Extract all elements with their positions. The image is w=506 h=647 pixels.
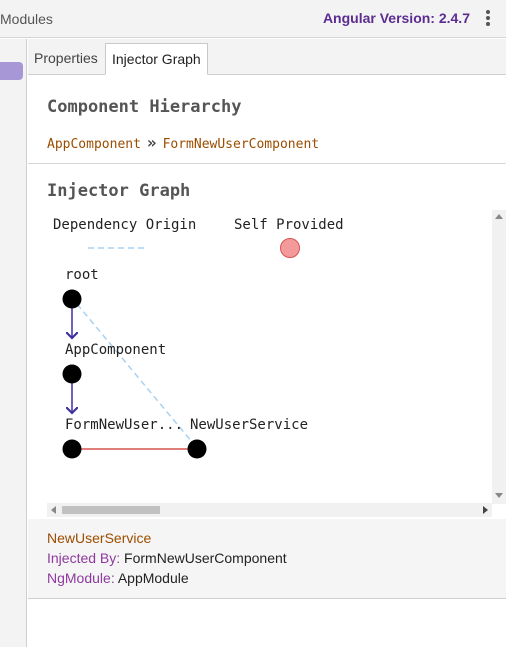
graph-vertical-scrollbar[interactable] (492, 210, 506, 504)
graph-label-root: root (65, 267, 99, 283)
tab-injector-graph[interactable]: Injector Graph (105, 43, 208, 75)
graph-label-new-user-service: NewUserService (190, 417, 308, 433)
breadcrumb: AppComponent » FormNewUserComponent (47, 133, 319, 152)
injector-graph-title: Injector Graph (47, 181, 191, 201)
component-hierarchy-title: Component Hierarchy (47, 97, 242, 117)
graph-node-new-user-service[interactable] (187, 439, 207, 459)
legend-dependency-origin-label: Dependency Origin (53, 217, 196, 233)
service-details-panel: NewUserService Injected By: FormNewUserC… (28, 519, 506, 599)
breadcrumb-app-component[interactable]: AppComponent (47, 137, 141, 152)
injected-by-label: Injected By: (47, 550, 121, 566)
scroll-down-icon[interactable] (495, 493, 503, 498)
horizontal-scroll-thumb[interactable] (62, 506, 160, 514)
scroll-right-icon[interactable] (483, 506, 488, 514)
legend-self-provided-marker (280, 238, 300, 258)
ngmodule-row: NgModule: AppModule (47, 570, 189, 586)
graph-label-app-component: AppComponent (65, 342, 166, 358)
tab-bar: Properties Injector Graph (28, 39, 506, 75)
breadcrumb-separator: » (146, 133, 157, 152)
ngmodule-value: AppModule (117, 570, 189, 586)
injector-graph-canvas: Dependency Origin Self Provided root App… (47, 210, 492, 504)
graph-label-form-new-user: FormNewUser... (65, 417, 183, 433)
tab-properties[interactable]: Properties (34, 50, 98, 66)
breadcrumb-form-new-user-component[interactable]: FormNewUserComponent (162, 137, 320, 152)
graph-node-root[interactable] (62, 289, 82, 309)
scroll-left-icon[interactable] (51, 506, 56, 514)
modules-tab-label[interactable]: Modules (0, 11, 53, 27)
section-divider (28, 163, 506, 164)
selected-node-indicator[interactable] (0, 62, 23, 80)
injected-by-value: FormNewUserComponent (124, 550, 287, 566)
angular-version-label: Angular Version: 2.4.7 (322, 10, 470, 26)
injected-by-row: Injected By: FormNewUserComponent (47, 550, 287, 566)
top-bar: Modules Angular Version: 2.4.7 (0, 0, 506, 38)
graph-horizontal-scrollbar[interactable] (47, 503, 492, 517)
graph-node-form-new-user[interactable] (62, 439, 82, 459)
service-name: NewUserService (47, 530, 152, 546)
more-vert-icon[interactable] (484, 9, 492, 29)
ngmodule-label: NgModule: (47, 570, 115, 586)
graph-node-app-component[interactable] (62, 364, 82, 384)
scroll-up-icon[interactable] (495, 214, 503, 219)
component-tree-panel (0, 39, 27, 647)
legend-self-provided-label: Self Provided (234, 217, 344, 233)
